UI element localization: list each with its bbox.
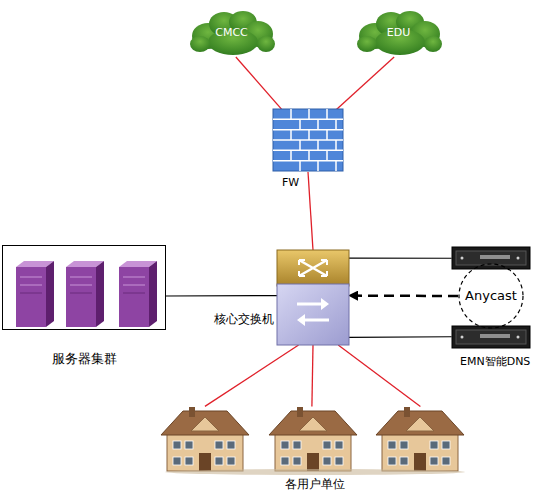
link-line [308,172,313,250]
dashed-arrow [349,294,458,297]
firewall-icon: FW [272,108,344,172]
cloud-label: CMCC [188,8,275,58]
dns-label: EMN智能DNS [460,355,530,369]
core-switch-icon-art [277,250,349,345]
cloud-network: CMCC [188,8,275,58]
dns-appliance-group: EMN智能DNSAnycast [450,243,530,352]
link-line [312,345,313,406]
link-line [335,57,394,111]
link-line [166,295,277,297]
server-cluster-box-art [2,245,166,330]
anycast-label: Anycast [458,263,524,329]
user-unit-houses: 各用户单位 [160,405,470,475]
switch-label: 核心交换机 [214,312,274,326]
houses-label: 各用户单位 [160,477,470,491]
cloud-label: EDU [355,8,442,58]
core-switch-icon: 核心交换机 [277,250,349,345]
server-cluster-box: 服务器集群 [2,245,166,330]
firewall-icon-art [272,108,344,172]
link-line [205,345,299,406]
user-unit-houses-art [160,405,470,475]
cloud-network: EDU [355,8,442,58]
link-line [236,57,283,111]
link-line [338,345,420,406]
anycast-ellipse: Anycast [458,263,524,329]
link-line [349,336,452,338]
link-line [349,257,452,258]
cluster-label: 服务器集群 [2,352,166,366]
firewall-label: FW [282,176,299,190]
